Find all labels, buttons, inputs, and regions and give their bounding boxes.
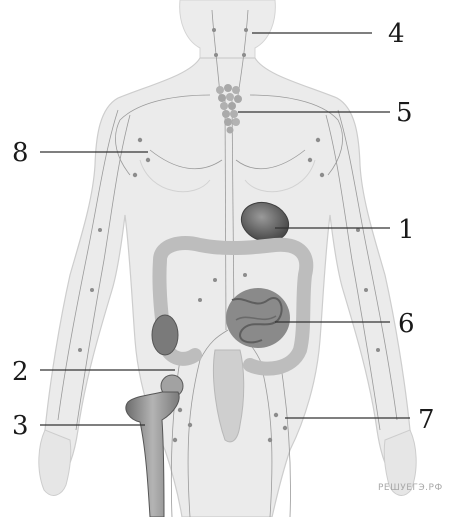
label-1: 1	[398, 215, 415, 245]
small-intestine	[226, 288, 290, 348]
label-2: 2	[12, 357, 29, 387]
label-5: 5	[396, 98, 413, 128]
watermark: РЕШУЕГЭ.РФ	[378, 483, 443, 493]
left-hand	[39, 430, 71, 495]
cecum	[152, 315, 178, 355]
label-4: 4	[388, 19, 405, 49]
label-7: 7	[418, 405, 435, 435]
head	[180, 0, 276, 60]
label-8: 8	[12, 138, 29, 168]
label-6: 6	[398, 309, 415, 339]
label-3: 3	[12, 411, 29, 441]
